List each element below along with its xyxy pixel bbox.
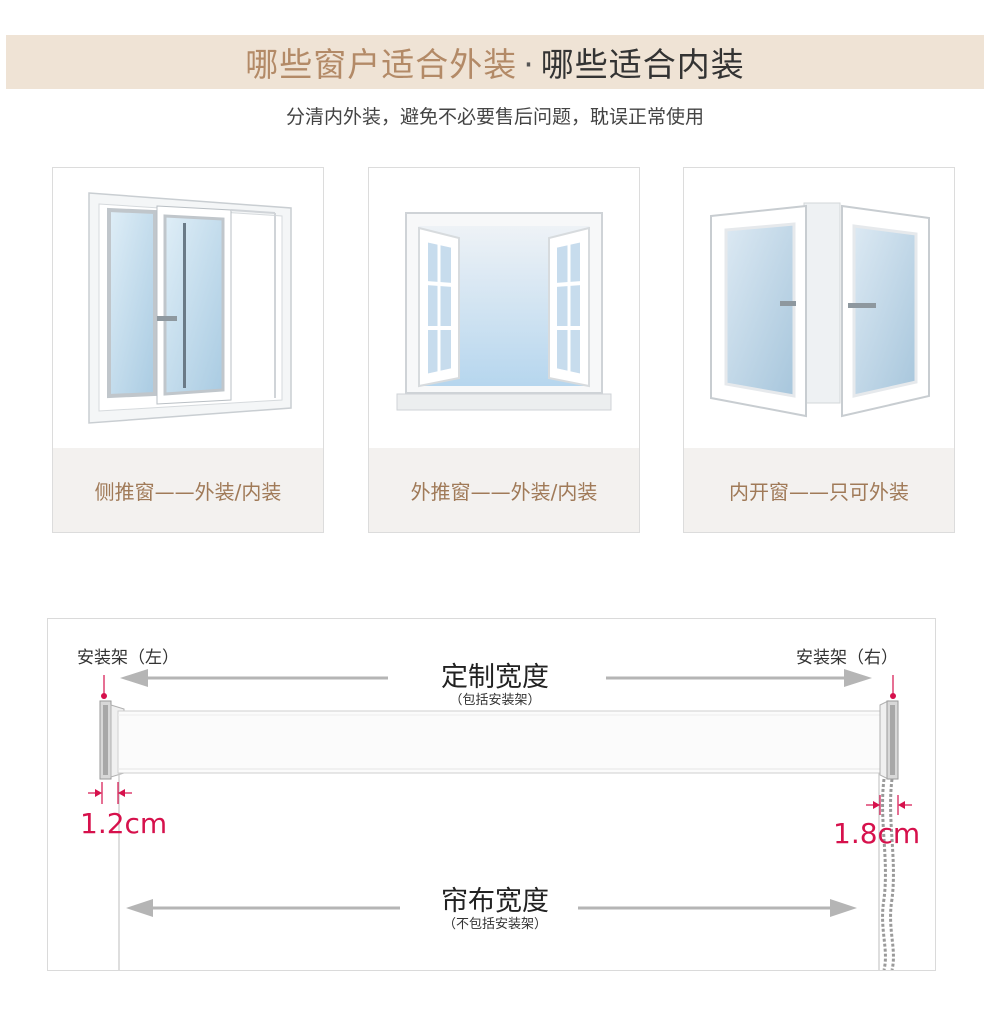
title-separator: ·	[523, 45, 535, 84]
fabric-width-label: 帘布宽度	[441, 886, 549, 917]
bracket-right-label: 安装架（右）	[796, 648, 898, 668]
inward-window-icon	[710, 202, 930, 418]
card-outward-window: 外推窗——外装/内装	[368, 167, 640, 533]
right-offset-measure: 1.8cm	[833, 817, 921, 850]
custom-width-note: （包括安装架）	[449, 693, 541, 708]
arrow-left-icon	[120, 669, 148, 687]
card-inward-window: 内开窗——只可外装	[683, 167, 955, 533]
page-title: 哪些窗户适合外装·哪些适合内装	[245, 38, 745, 86]
fabric-width-note: （不包括安装架）	[442, 917, 547, 932]
arrow-right-icon	[844, 669, 872, 687]
page-subtitle: 分清内外装，避免不必要售后问题，耽误正常使用	[285, 106, 704, 128]
title-part-interior: 哪些适合内装	[540, 45, 745, 84]
width-diagram: 安装架（左） 安装架（右） 定制宽度 （包括安装架） 1.2cm 1.8cm 帘…	[47, 618, 936, 971]
title-part-exterior: 哪些窗户适合外装	[245, 45, 518, 84]
sliding-window-icon	[88, 192, 292, 424]
inward-window-image	[684, 168, 954, 450]
arrow-left-icon	[126, 899, 153, 917]
card-sliding-window: 侧推窗——外装/内装	[52, 167, 324, 533]
custom-width-label: 定制宽度	[441, 662, 549, 693]
card-label: 外推窗——外装/内装	[369, 448, 639, 532]
sliding-window-image	[53, 168, 323, 450]
left-offset-measure: 1.2cm	[80, 807, 168, 840]
roller-blind-drawing	[88, 669, 912, 970]
roller-tube	[117, 710, 881, 774]
bracket-left-label: 安装架（左）	[77, 648, 179, 668]
outward-window-image	[369, 168, 639, 450]
card-label: 内开窗——只可外装	[684, 448, 954, 532]
arrow-right-icon	[830, 899, 857, 917]
header-band: 哪些窗户适合外装·哪些适合内装	[6, 35, 984, 89]
card-label: 侧推窗——外装/内装	[53, 448, 323, 532]
outward-window-icon	[396, 212, 612, 411]
bead-chain	[881, 778, 887, 970]
